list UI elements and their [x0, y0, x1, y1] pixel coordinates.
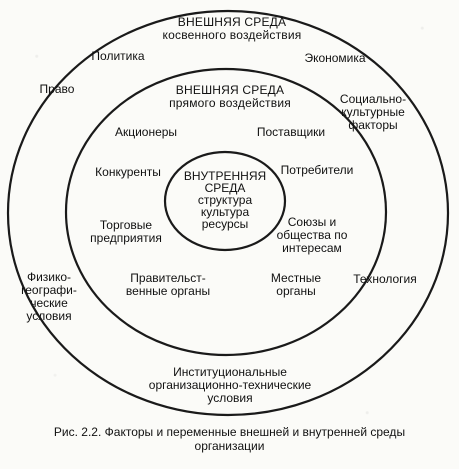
outer-zone-subtitle: косвенного воздействия: [162, 28, 302, 42]
factor-unions-societies: Союзы и общества по интересам: [276, 215, 348, 255]
factor-politics: Политика: [91, 49, 145, 63]
middle-zone-header: ВНЕШНЯЯ СРЕДА прямого воздействия: [169, 84, 291, 110]
factor-competitors: Конкуренты: [95, 165, 161, 179]
caption-line-2: организации: [194, 439, 265, 453]
inner-zone-label: ВНУТРЕННЯЯ СРЕДА структура культура ресу…: [184, 170, 266, 230]
factor-law: Право: [39, 82, 75, 96]
factor-trade-enterprises: Торговые предприятия: [90, 218, 162, 245]
inner-item-resources: ресурсы: [201, 217, 249, 231]
outer-zone-title: ВНЕШНЯЯ СРЕДА: [177, 15, 287, 29]
factor-consumers: Потребители: [280, 163, 354, 177]
factor-technology: Технология: [353, 272, 417, 286]
middle-zone-title: ВНЕШНЯЯ СРЕДА: [175, 83, 285, 97]
figure-caption: Рис. 2.2. Факторы и переменные внешней и…: [0, 425, 459, 453]
factor-economy: Экономика: [304, 51, 366, 65]
outer-circle: [6, 9, 450, 417]
inner-zone-title: ВНУТРЕННЯЯ: [183, 169, 267, 183]
caption-line-1: Рис. 2.2. Факторы и переменные внешней и…: [53, 425, 406, 439]
middle-circle: [64, 67, 388, 357]
factor-institutional: Институциональные организационно-техниче…: [148, 365, 312, 405]
middle-zone-subtitle: прямого воздействия: [169, 96, 291, 110]
factor-physical-geographic: Физико- географи- ческие условия: [21, 270, 77, 323]
factor-sociocultural: Социально- культурные факторы: [339, 92, 407, 132]
factor-shareholders: Акционеры: [114, 125, 178, 139]
inner-circle: [163, 150, 287, 252]
factor-government-bodies: Правительст- венные органы: [125, 271, 211, 298]
inner-item-culture: культура: [200, 205, 250, 219]
inner-item-structure: структура: [197, 193, 253, 207]
outer-zone-header: ВНЕШНЯЯ СРЕДА косвенного воздействия: [163, 16, 302, 42]
inner-zone-title-2: СРЕДА: [204, 181, 246, 195]
factor-suppliers: Поставщики: [256, 125, 326, 139]
factor-local-bodies: Местные органы: [270, 271, 322, 298]
